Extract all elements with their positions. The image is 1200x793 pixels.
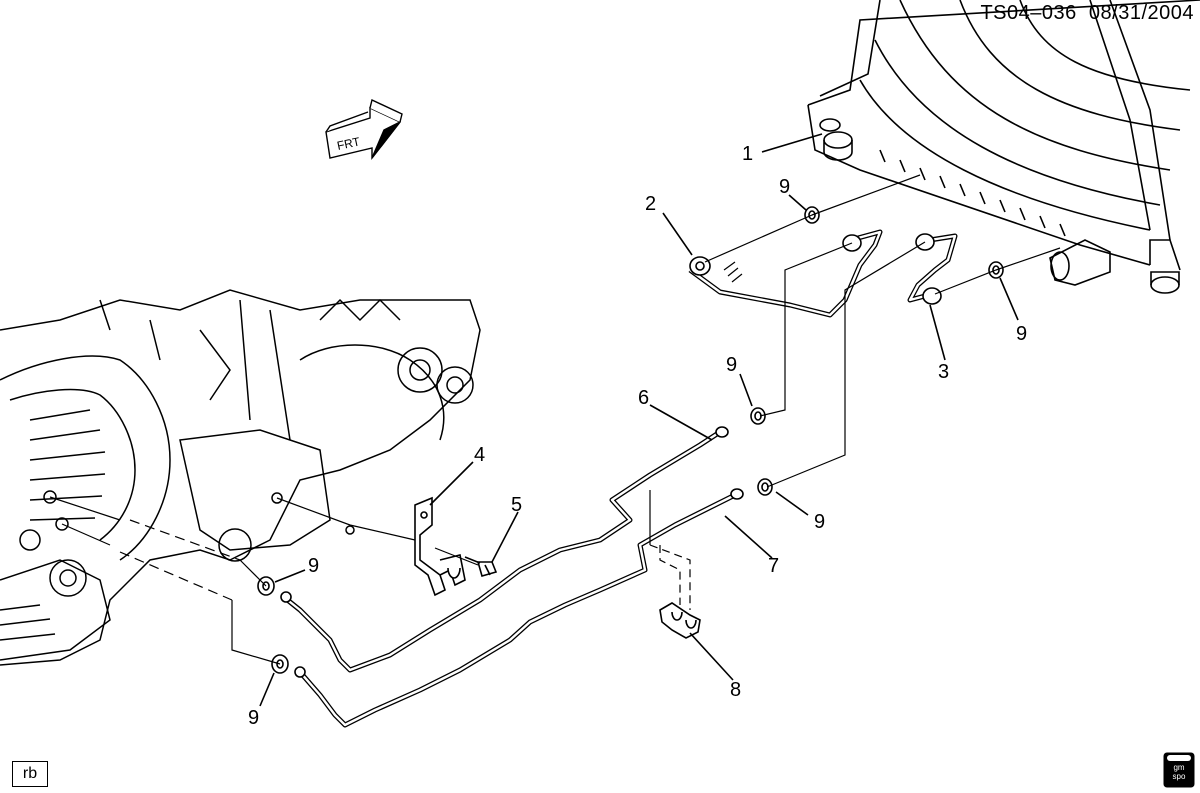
radiator [807,0,1200,294]
cooler-pipes-inner [283,430,737,727]
gm-spo-logo-shape [1163,752,1195,788]
frt-label: FRT [336,134,362,153]
alignment-lines [49,174,1061,665]
fittings [257,206,1004,678]
illustration-date: 08/31/2004 [1088,2,1194,24]
callout-9-e: 9 [308,555,319,577]
callout-5: 5 [511,494,522,516]
callout-numbers: 1 2 3 4 5 6 7 8 9 9 9 9 9 9 [248,143,1027,729]
callout-leaders [259,133,1019,707]
line-bracket-4 [414,496,466,597]
callout-8: 8 [730,679,741,701]
callout-2: 2 [645,193,656,215]
callout-9-f: 9 [248,707,259,729]
callout-1: 1 [742,143,753,165]
illustration-code: TS04–036 [980,2,1077,24]
callout-9-a: 9 [779,176,790,198]
gm-spo-logo-text: gm spo [1163,763,1195,781]
callout-7: 7 [768,555,779,577]
brand-line-1: gm [1173,763,1185,772]
transmission-assembly [0,289,481,666]
brand-line-2: spo [1172,772,1186,781]
gm-spo-logo: gm spo [1163,752,1195,788]
rb-label-box: rb [12,761,48,787]
retainer-clip-8 [659,602,701,639]
callout-9-c: 9 [726,354,737,376]
callout-9-b: 9 [1016,323,1027,345]
fitting-nut-3 [922,287,942,305]
callout-9-d: 9 [814,511,825,533]
illustration-header: TS04–036 08/31/2004 [980,2,1194,25]
callout-4: 4 [474,444,485,466]
bolt-5 [464,556,498,577]
callout-3: 3 [938,361,949,383]
front-direction-arrow: FRT [325,99,403,161]
callout-6: 6 [638,387,649,409]
